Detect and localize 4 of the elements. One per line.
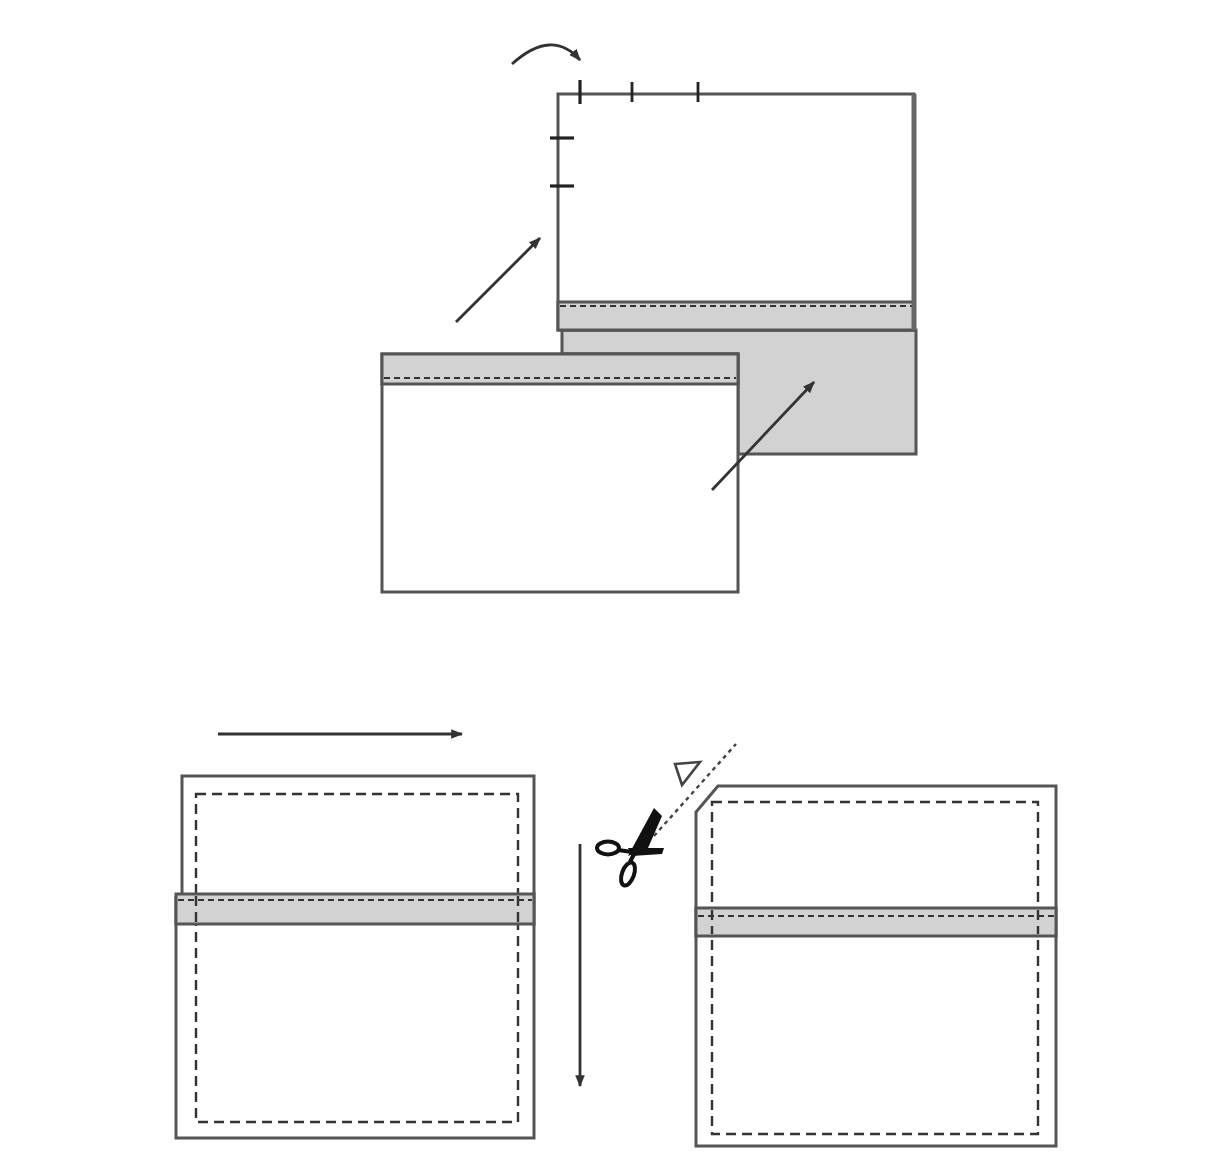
fabric-panel <box>560 328 918 456</box>
fabric-panel <box>380 352 740 594</box>
fabric-square <box>694 784 1058 1148</box>
fabric-panel <box>556 92 917 332</box>
